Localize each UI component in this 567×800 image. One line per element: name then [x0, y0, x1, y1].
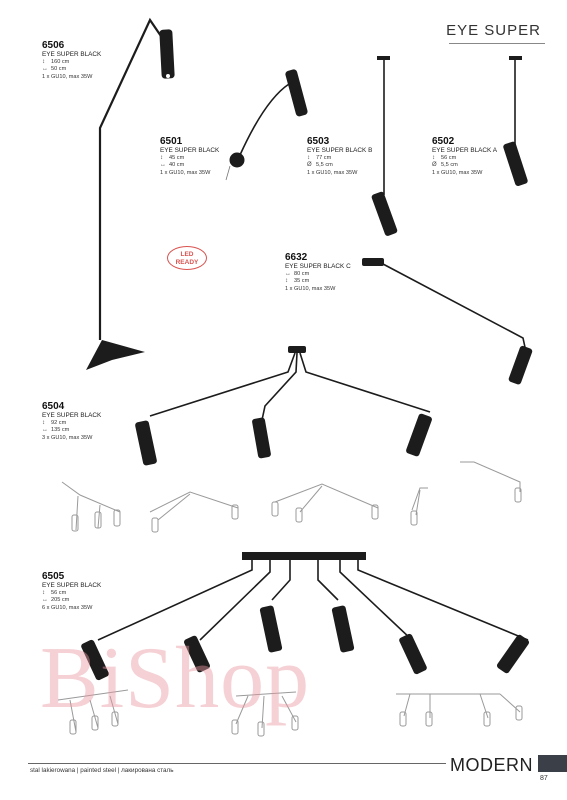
product-name: EYE SUPER BLACK — [42, 412, 102, 419]
product-6504: 6504 EYE SUPER BLACK ↕92 cm ↔135 cm 3 x … — [42, 401, 101, 442]
width-icon: ↔ — [42, 66, 48, 73]
bulb-spec: 1 x GU10, max 35W — [42, 73, 93, 80]
spec-width: ↔80 cm — [285, 271, 310, 278]
width-icon: ↔ — [42, 597, 48, 604]
diameter-icon: Ø — [307, 162, 312, 169]
bulb-spec: 3 x GU10, max 35W — [42, 434, 93, 441]
watermark: BiShop — [40, 630, 311, 727]
height-icon: ↕ — [42, 590, 45, 597]
product-code: 6502 — [432, 136, 455, 147]
product-6505: 6505 EYE SUPER BLACK ↕56 cm ↔205 cm 6 x … — [42, 571, 101, 612]
spec-height: ↕45 cm — [160, 155, 185, 162]
height-icon: ↕ — [42, 420, 45, 427]
product-name: EYE SUPER BLACK — [42, 582, 102, 589]
spec-width: ↔205 cm — [42, 597, 70, 604]
spec-height: ↕35 cm — [285, 278, 310, 285]
height-icon: ↕ — [307, 155, 310, 162]
ceiling-lamp-6505-illustration — [81, 552, 530, 681]
height-icon: ↕ — [432, 155, 435, 162]
product-name: EYE SUPER BLACK C — [285, 263, 351, 270]
outline-variants-row-1 — [61, 461, 522, 533]
product-name: EYE SUPER BLACK A — [432, 147, 497, 154]
product-code: 6503 — [307, 136, 330, 147]
height-icon: ↕ — [160, 155, 163, 162]
product-name: EYE SUPER BLACK — [42, 51, 102, 58]
collection-title: EYE SUPER — [446, 22, 541, 39]
product-code: 6504 — [42, 401, 65, 412]
product-name: EYE SUPER BLACK B — [307, 147, 373, 154]
product-code: 6501 — [160, 136, 183, 147]
product-code: 6506 — [42, 40, 65, 51]
title-underline — [449, 43, 545, 44]
spec-width: ↔135 cm — [42, 427, 70, 434]
series-title: MODERN — [450, 755, 533, 775]
width-icon: ↔ — [285, 271, 291, 278]
bulb-spec: 1 x GU10, max 35W — [432, 169, 483, 176]
footer-divider — [28, 763, 446, 764]
page-number: 87 — [540, 775, 548, 782]
floor-lamp-6506-illustration — [86, 17, 175, 370]
wall-lamp-6501-illustration — [225, 69, 308, 181]
pendant-6502-illustration — [503, 56, 528, 186]
ceiling-lamp-6504-illustration — [135, 346, 432, 466]
width-icon: ↔ — [42, 427, 48, 434]
bulb-spec: 1 x GU10, max 35W — [307, 169, 358, 176]
led-ready-badge: LED READY — [167, 246, 207, 270]
spec-height: ↕77 cm — [307, 155, 332, 162]
spec-width: ↔50 cm — [42, 66, 67, 73]
bulb-spec: 1 x GU10, max 35W — [160, 169, 211, 176]
product-6632: 6632 EYE SUPER BLACK C ↔80 cm ↕35 cm 1 x… — [285, 252, 351, 293]
finish-note: stal lakierowana | painted steel | лакир… — [30, 767, 174, 774]
product-6501: 6501 EYE SUPER BLACK ↕45 cm ↔40 cm 1 x G… — [160, 136, 219, 177]
product-6506: 6506 EYE SUPER BLACK ↕160 cm ↔50 cm 1 x … — [42, 40, 101, 81]
product-name: EYE SUPER BLACK — [160, 147, 220, 154]
diameter-icon: Ø — [432, 162, 437, 169]
bulb-spec: 1 x GU10, max 35W — [285, 285, 336, 292]
spec-height: ↕160 cm — [42, 59, 70, 66]
height-icon: ↕ — [285, 278, 288, 285]
ceiling-lamp-6632-illustration — [362, 258, 533, 385]
spec-height: ↕56 cm — [432, 155, 457, 162]
product-code: 6632 — [285, 252, 308, 263]
pendant-6503-illustration — [371, 56, 398, 236]
spec-height: ↕92 cm — [42, 420, 67, 427]
spec-height: ↕56 cm — [42, 590, 67, 597]
height-icon: ↕ — [42, 59, 45, 66]
spec-width: ↔40 cm — [160, 162, 185, 169]
outline-variants-row-2 — [57, 689, 523, 737]
width-icon: ↔ — [160, 162, 166, 169]
bulb-spec: 6 x GU10, max 35W — [42, 604, 93, 611]
page-marker — [538, 755, 567, 772]
product-code: 6505 — [42, 571, 65, 582]
